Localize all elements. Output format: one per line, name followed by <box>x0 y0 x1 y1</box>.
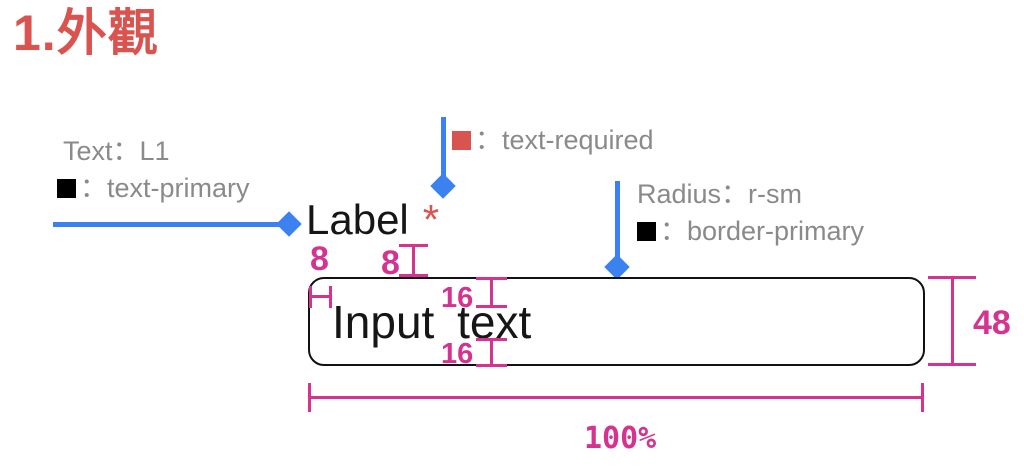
annotation-border-style: Radius：r-sm ：border-primary <box>637 176 864 250</box>
measure-cap <box>476 305 507 308</box>
page-title: 1.外觀 <box>13 5 159 61</box>
annotation-line: ：border-primary <box>637 213 864 250</box>
measure-label-padding-left: 8 <box>310 240 329 278</box>
measure-label-padding-bottom: 16 <box>441 338 474 370</box>
input-field[interactable]: Input text <box>308 277 925 366</box>
measure-label-height: 48 <box>973 304 1011 342</box>
measure-line-height <box>951 276 954 366</box>
annotation-text: ：text-required <box>475 125 654 155</box>
pointer-line-border <box>615 181 620 260</box>
diamond-marker-icon <box>604 254 630 280</box>
annotation-line: ：text-primary <box>57 170 250 207</box>
measure-line-width <box>308 396 924 399</box>
measure-line-padding-left <box>309 295 332 298</box>
measure-label-gap: 8 <box>381 244 400 282</box>
diamond-marker-icon <box>430 173 456 199</box>
measure-cap <box>928 363 976 366</box>
border-primary-swatch-icon <box>637 222 656 241</box>
measure-cap <box>921 383 924 412</box>
annotation-label-style: Text：L1 ：text-primary <box>57 133 250 207</box>
annotation-required-style: ：text-required <box>452 122 654 159</box>
required-asterisk: * <box>422 196 440 243</box>
text-required-swatch-icon <box>452 131 471 150</box>
annotation-text: Text：L1 <box>63 136 170 166</box>
measure-line-label-gap <box>412 244 415 277</box>
measure-cap <box>476 364 507 367</box>
measure-label-padding-top: 16 <box>441 282 474 314</box>
annotation-text: ：border-primary <box>660 216 865 246</box>
annotation-text: ：text-primary <box>80 173 250 203</box>
measure-label-width: 100% <box>584 421 657 456</box>
annotation-line: Radius：r-sm <box>637 176 864 213</box>
measure-cap <box>399 274 428 277</box>
pointer-line-required <box>441 117 446 179</box>
diamond-marker-icon <box>276 211 302 237</box>
pointer-line-label <box>53 222 283 227</box>
annotation-text: Radius：r-sm <box>637 179 803 209</box>
measure-line-padding-bottom <box>490 338 493 367</box>
text-primary-swatch-icon <box>57 179 76 198</box>
field-label-text: Label <box>306 196 409 243</box>
annotation-line: Text：L1 <box>57 133 250 170</box>
field-label: Label * <box>306 196 439 244</box>
measure-line-padding-top <box>490 277 493 308</box>
